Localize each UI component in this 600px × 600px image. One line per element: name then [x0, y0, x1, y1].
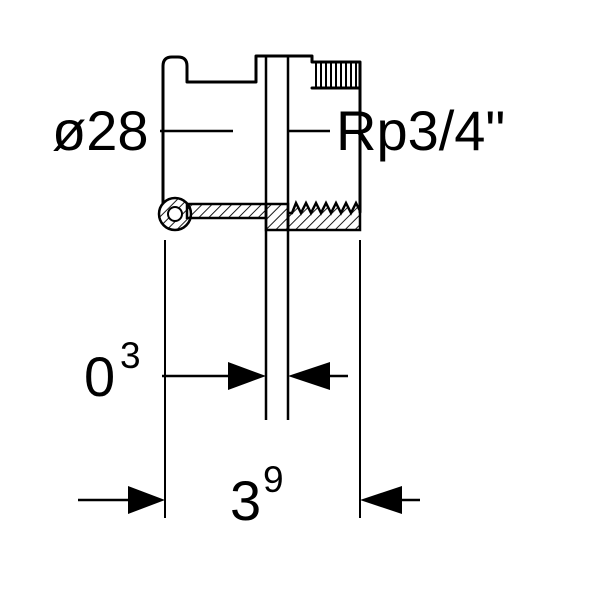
dimension-gap-arrow-left	[228, 362, 266, 390]
dim-gap-base: 0	[84, 345, 115, 408]
dim-gap-superscript: 3	[120, 335, 141, 376]
section-hatched-walls	[157, 196, 362, 232]
thread-label: Rp3/4"	[336, 99, 505, 162]
dimension-gap-arrow-right	[288, 362, 330, 390]
dimension-width-arrow-left	[128, 486, 165, 514]
socket-wall-section	[185, 202, 268, 220]
fitting-top-profile	[161, 54, 362, 214]
dim-width-superscript: 9	[263, 459, 284, 500]
dimension-width-arrow-right	[360, 486, 402, 514]
gap-extension-lines	[264, 56, 290, 420]
thread-wall-section	[286, 199, 362, 232]
diameter-label: ø28	[52, 99, 149, 162]
dim-width-base: 3	[230, 469, 261, 532]
knurl-band	[315, 62, 357, 88]
dimension-gap	[162, 362, 348, 390]
dimension-width	[78, 486, 420, 514]
width-extension-lines	[164, 240, 361, 518]
seal-ring-section	[167, 206, 183, 222]
body-wall-section	[264, 202, 290, 232]
